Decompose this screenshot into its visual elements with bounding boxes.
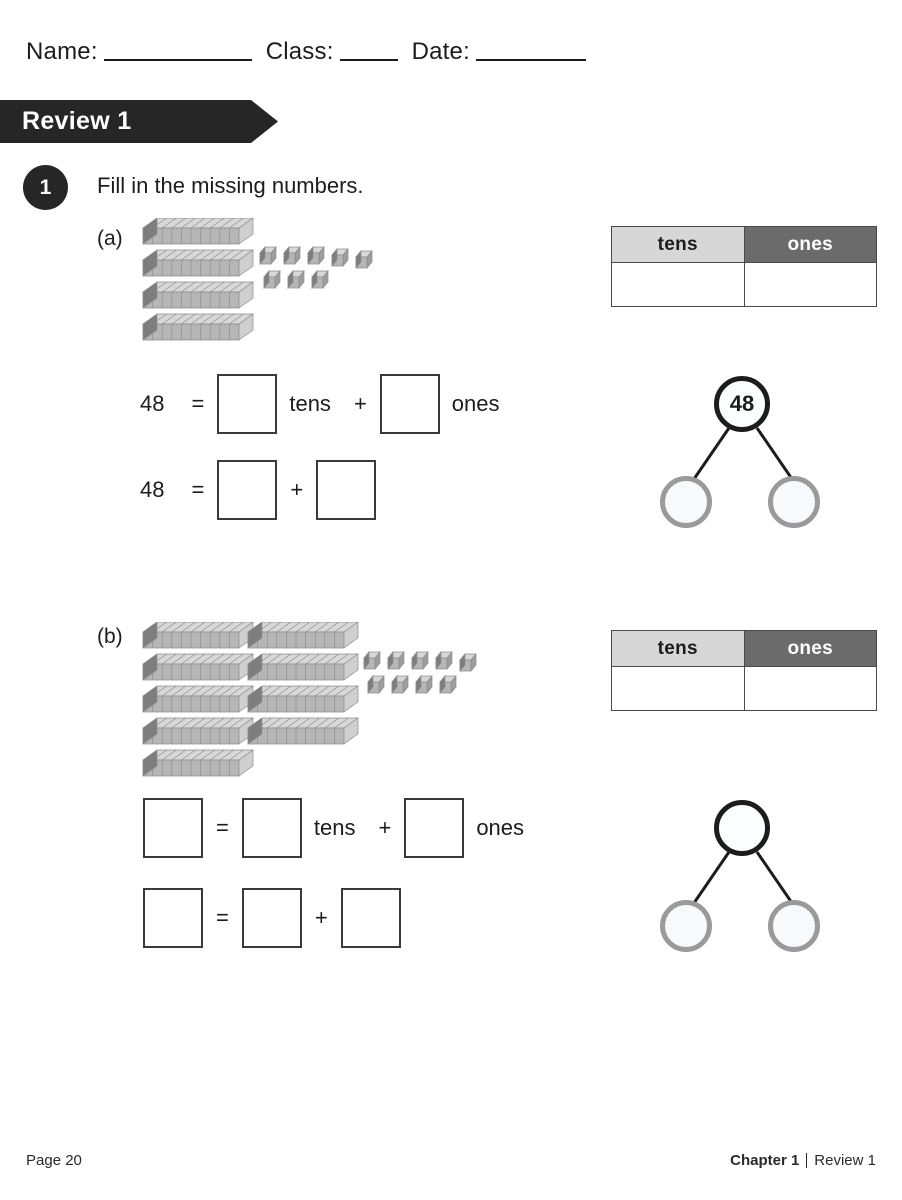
footer-separator (806, 1153, 808, 1168)
place-value-table-a: tens ones (611, 226, 877, 307)
number-bond-b-connectors (692, 851, 794, 904)
number-bond-a-whole[interactable]: 48 (714, 376, 770, 432)
header-tens-b: tens (611, 630, 745, 667)
cell-ones-b[interactable] (743, 666, 877, 711)
equation-a-tens-box[interactable] (217, 374, 278, 434)
class-write-line[interactable] (339, 59, 398, 61)
part-label-a: (a) (97, 227, 123, 250)
number-bond-a-part-left[interactable] (660, 476, 712, 528)
review-banner-title: Review 1 (22, 107, 132, 135)
number-bond-b-whole[interactable] (714, 800, 770, 856)
equation-b-tens-equals: = (216, 815, 229, 840)
part-label-b: (b) (97, 625, 123, 648)
equation-b-tens-plus: + (378, 815, 392, 840)
equation-a-sum-box2[interactable] (316, 460, 377, 520)
table-header-row: tens ones (611, 630, 877, 667)
equation-a-sum: 48 = + (140, 460, 377, 520)
unit-cubes-b (363, 651, 477, 694)
equation-b-tens: = tens + ones (143, 798, 534, 858)
equation-a-tens-word: tens (289, 391, 331, 416)
equation-a-ones-word: ones (451, 391, 500, 416)
header-tens-a: tens (611, 226, 745, 263)
equation-b-sum-total-box[interactable] (143, 888, 203, 948)
question-instruction: Fill in the missing numbers. (97, 173, 364, 198)
cell-tens-a[interactable] (611, 262, 745, 307)
date-label: Date: (411, 38, 470, 65)
equation-b-ones-word: ones (476, 815, 525, 840)
equation-a-tens-plus: + (353, 391, 367, 416)
table-header-row: tens ones (611, 226, 877, 263)
base-ten-blocks-b-group2 (247, 622, 359, 745)
table-row (611, 262, 877, 307)
name-label: Name: (26, 38, 98, 65)
number-bond-a-part-right[interactable] (768, 476, 820, 528)
class-label: Class: (265, 38, 334, 65)
equation-b-sum: = + (143, 888, 401, 948)
place-value-table-b: tens ones (611, 630, 877, 711)
equation-a-tens: 48 = tens + ones (140, 374, 510, 434)
equation-b-sum-box1[interactable] (241, 888, 302, 948)
date-write-line[interactable] (475, 59, 586, 61)
equation-a-tens-value: 48 (140, 391, 165, 416)
cell-tens-b[interactable] (611, 666, 745, 711)
equation-b-sum-equals: = (216, 905, 229, 930)
equation-a-tens-equals: = (191, 391, 205, 416)
equation-b-tens-box[interactable] (241, 798, 302, 858)
equation-a-sum-equals: = (191, 477, 205, 502)
equation-b-sum-plus: + (314, 905, 328, 930)
equation-b-ones-box[interactable] (404, 798, 465, 858)
footer-chapter-info: Chapter 1 Review 1 (730, 1152, 876, 1169)
number-bond-b-part-right[interactable] (768, 900, 820, 952)
question-number-badge: 1 (23, 165, 68, 210)
equation-a-ones-box[interactable] (379, 374, 440, 434)
footer-page-number: Page 20 (26, 1152, 82, 1169)
name-write-line[interactable] (103, 59, 252, 61)
student-info-row: Name: Class: Date: (26, 38, 586, 66)
number-bond-a: 48 (632, 376, 852, 536)
equation-a-sum-plus: + (290, 477, 304, 502)
footer-chapter: Chapter 1 (730, 1152, 800, 1169)
header-ones-a: ones (743, 226, 877, 263)
equation-a-sum-value: 48 (140, 477, 165, 502)
review-banner: Review 1 (0, 100, 278, 143)
unit-cubes-a (259, 246, 373, 289)
equation-b-tens-word: tens (313, 815, 356, 840)
equation-b-sum-box2[interactable] (340, 888, 401, 948)
equation-b-total-box[interactable] (143, 798, 203, 858)
equation-a-sum-box1[interactable] (217, 460, 278, 520)
number-bond-a-connectors (692, 427, 794, 480)
cell-ones-a[interactable] (743, 262, 877, 307)
number-bond-b-part-left[interactable] (660, 900, 712, 952)
table-row (611, 666, 877, 711)
header-ones-b: ones (743, 630, 877, 667)
number-bond-b (632, 800, 852, 960)
footer-section: Review 1 (814, 1152, 876, 1169)
